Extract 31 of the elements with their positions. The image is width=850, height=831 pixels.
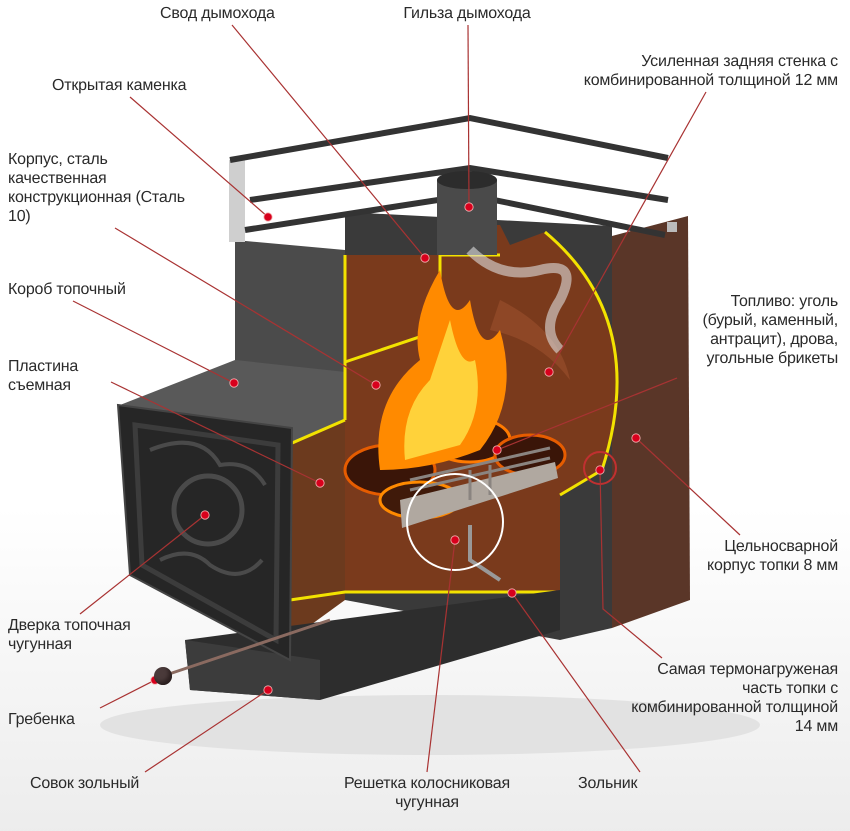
- callout-label: Решетка колосниковая чугунная: [343, 774, 511, 812]
- leader-line: [426, 535, 460, 772]
- callout-label: Топливо: уголь (бурый, каменный, антрацит), дрова, угольные брикеты: [702, 292, 838, 368]
- leader-line: [631, 433, 740, 536]
- callout-label: Короб топочный: [8, 280, 127, 299]
- leader-line: [130, 96, 273, 222]
- leader-line: [464, 25, 474, 212]
- leader-line: [100, 676, 160, 709]
- leader-line: [492, 377, 678, 455]
- callout-label: Усиленная задняя стенка с комбинированной толщиной 12 мм: [582, 52, 838, 90]
- callout-label: Самая термонагруженая часть топки с комбинированной толщиной 14 мм: [630, 660, 838, 736]
- callout-label: Зольник: [578, 774, 638, 793]
- leader-line: [72, 300, 239, 388]
- callout-label: Гребенка: [8, 710, 76, 729]
- callout-label: Цельносварной корпус топки 8 мм: [706, 537, 838, 575]
- callout-label: Свод дымохода: [160, 4, 276, 23]
- leader-line: [114, 227, 381, 390]
- leader-line: [544, 92, 707, 377]
- leader-line: [80, 510, 210, 614]
- callout-label: Гильза дымохода: [402, 4, 532, 23]
- leader-line: [144, 685, 273, 772]
- leader-line: [507, 588, 640, 772]
- leader-line: [595, 465, 662, 658]
- leader-line: [110, 381, 325, 488]
- callout-label: Дверка топочная чугунная: [8, 616, 132, 654]
- callout-label: Совок зольный: [30, 774, 140, 793]
- leader-line: [232, 24, 430, 263]
- callout-label: Пластина съемная: [8, 357, 80, 395]
- knob-icon: [154, 667, 172, 685]
- callout-label: Открытая каменка: [52, 76, 188, 95]
- callout-label: Корпус, сталь качественная конструкционная (Сталь 10): [8, 150, 186, 226]
